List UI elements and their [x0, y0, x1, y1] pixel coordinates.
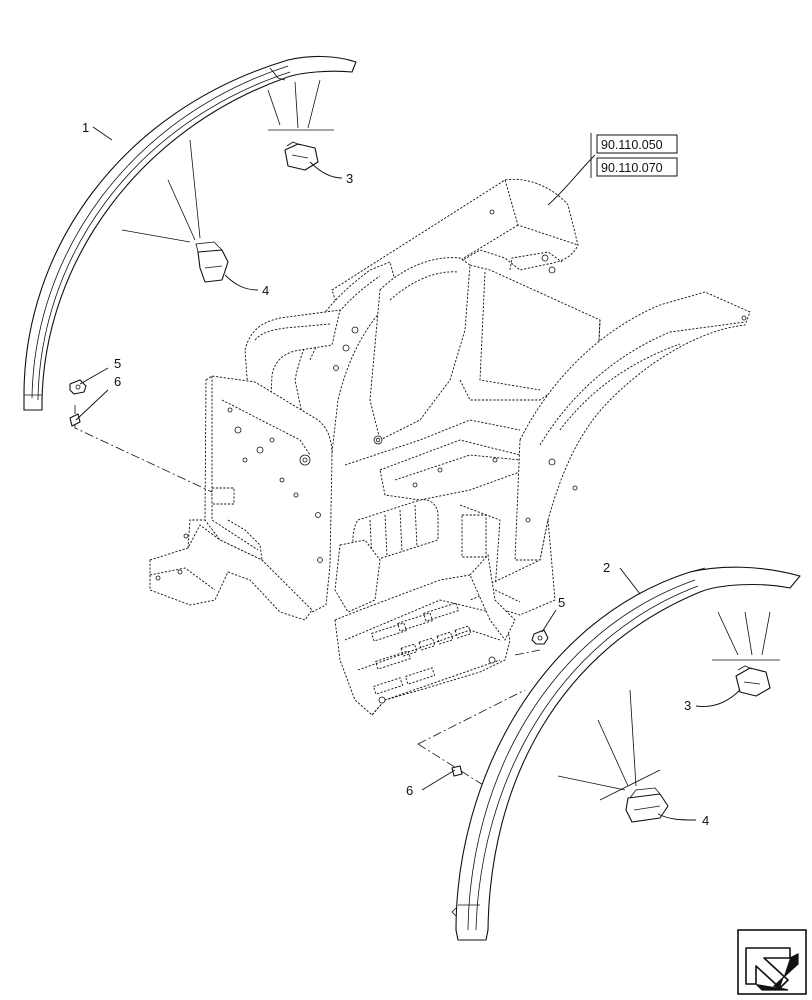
cab-frame-assembly: [149, 178, 751, 716]
mid-crossbar: [379, 439, 526, 501]
clip-3-lower: [712, 611, 780, 697]
callout-6-left: 6: [114, 374, 121, 389]
central-roller: [352, 499, 439, 566]
left-rear-pillar: [294, 261, 399, 476]
fastener-nut-5-right: [531, 629, 549, 645]
callout-2: 2: [603, 560, 610, 575]
front-axle-support: [149, 524, 313, 621]
callout-3-upper: 3: [346, 171, 353, 186]
reference-box-2[interactable]: [596, 157, 678, 177]
callout-3-lower: 3: [684, 698, 691, 713]
right-inner-panel: [487, 519, 556, 616]
callout-4-upper: 4: [262, 283, 269, 298]
alignment-lines: [74, 405, 541, 789]
previous-page-arrow-icon[interactable]: [737, 929, 807, 995]
fastener-nut-5-left: [69, 379, 87, 395]
callout-4-lower: 4: [702, 813, 709, 828]
center-console: [334, 539, 381, 613]
right-leg: [469, 553, 516, 641]
reference-box-1[interactable]: [596, 134, 678, 154]
reference-code-1[interactable]: 90.110.050: [601, 138, 663, 152]
callout-labels: 1 2 3 3 4 4 5 5 6 6: [82, 120, 709, 828]
fastener-pin-6-right: [451, 765, 463, 777]
reference-box[interactable]: 90.110.050 90.110.070: [590, 133, 678, 178]
cab-floor-platform: [334, 574, 511, 716]
floor-slots: [371, 602, 472, 695]
fender-right: [451, 566, 801, 941]
callout-1: 1: [82, 120, 89, 135]
callout-6-right: 6: [406, 783, 413, 798]
clip-3-upper: [267, 79, 334, 171]
clip-4-upper: [121, 139, 229, 283]
reference-code-2[interactable]: 90.110.070: [601, 161, 663, 175]
fastener-pin-6-left: [69, 413, 81, 427]
leader-lines: [75, 126, 741, 821]
callout-5-left: 5: [114, 356, 121, 371]
fender-left: [23, 55, 357, 411]
central-upright: [369, 257, 471, 441]
right-fender-bracket: [514, 291, 751, 561]
callout-5-right: 5: [558, 595, 565, 610]
clip-4-lower: [557, 689, 669, 823]
